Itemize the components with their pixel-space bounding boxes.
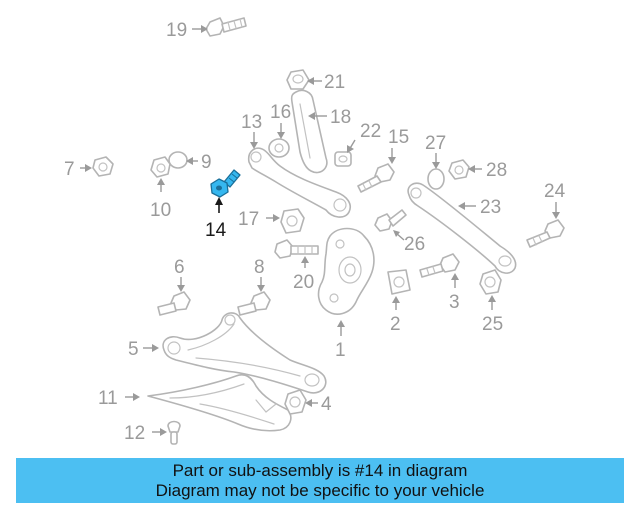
part-2-bushing[interactable] <box>387 269 411 295</box>
part-12-clip[interactable] <box>167 420 181 445</box>
callout-14: 14 <box>205 220 227 241</box>
callout-12: 12 <box>124 423 145 444</box>
callout-21: 21 <box>324 72 345 93</box>
callout-20: 20 <box>293 272 314 293</box>
part-17-bushing[interactable] <box>280 208 305 234</box>
callout-9: 9 <box>201 152 212 173</box>
part-13-upper-arm[interactable] <box>247 147 352 218</box>
callout-6: 6 <box>174 257 185 278</box>
callout-23: 23 <box>480 197 501 218</box>
part-25-bushing[interactable] <box>479 269 502 295</box>
part-4-bushing[interactable] <box>284 389 307 415</box>
part-6-bolt[interactable] <box>157 291 191 316</box>
part-27-ring[interactable] <box>427 168 445 190</box>
callout-19: 19 <box>166 20 187 41</box>
part-7-nut[interactable] <box>92 156 114 177</box>
callout-18: 18 <box>330 107 351 128</box>
parts-diagram: 19 21 18 16 13 22 15 <box>64 17 566 445</box>
callout-7: 7 <box>64 159 75 180</box>
callout-28: 28 <box>486 160 507 181</box>
part-19-bolt[interactable] <box>205 17 247 37</box>
callout-5: 5 <box>128 339 139 360</box>
callout-25: 25 <box>482 314 503 335</box>
part-18-link-rod[interactable] <box>290 89 328 174</box>
part-3-bolt[interactable] <box>419 253 460 278</box>
callout-8: 8 <box>254 257 265 278</box>
part-10-nut[interactable] <box>150 156 171 178</box>
callout-16: 16 <box>270 102 291 123</box>
part-15-bolt[interactable] <box>357 163 395 193</box>
callout-3: 3 <box>449 292 460 313</box>
part-26-bolt[interactable] <box>374 209 407 232</box>
part-14-bolt-highlighted[interactable] <box>210 169 241 198</box>
callout-24: 24 <box>544 181 566 202</box>
part-28-nut[interactable] <box>448 159 470 180</box>
part-20-bolt[interactable] <box>274 239 319 259</box>
part-5-lower-control-arm[interactable] <box>162 312 327 394</box>
callout-22: 22 <box>360 121 381 142</box>
part-16-bushing[interactable] <box>268 138 290 158</box>
callout-2: 2 <box>390 314 401 335</box>
part-23-lateral-link[interactable] <box>407 182 517 274</box>
part-22-bushing[interactable] <box>334 151 352 167</box>
callout-10: 10 <box>150 200 171 221</box>
callout-11: 11 <box>98 388 118 409</box>
callout-1: 1 <box>335 340 346 361</box>
part-24-bolt[interactable] <box>526 219 565 248</box>
callout-27: 27 <box>425 133 446 154</box>
caption-banner: Part or sub-assembly is #14 in diagram D… <box>16 458 624 503</box>
part-21-nut[interactable] <box>286 69 310 90</box>
callout-4: 4 <box>321 394 332 415</box>
caption-line-2: Diagram may not be specific to your vehi… <box>155 481 485 500</box>
callout-26: 26 <box>404 234 425 255</box>
part-9-ring[interactable] <box>168 151 188 169</box>
callout-17: 17 <box>238 209 259 230</box>
caption-line-1: Part or sub-assembly is #14 in diagram <box>172 461 468 480</box>
part-8-bolt[interactable] <box>237 291 271 316</box>
callout-13: 13 <box>241 112 262 133</box>
part-1-wheel-carrier[interactable] <box>317 227 375 315</box>
callout-15: 15 <box>388 127 409 148</box>
